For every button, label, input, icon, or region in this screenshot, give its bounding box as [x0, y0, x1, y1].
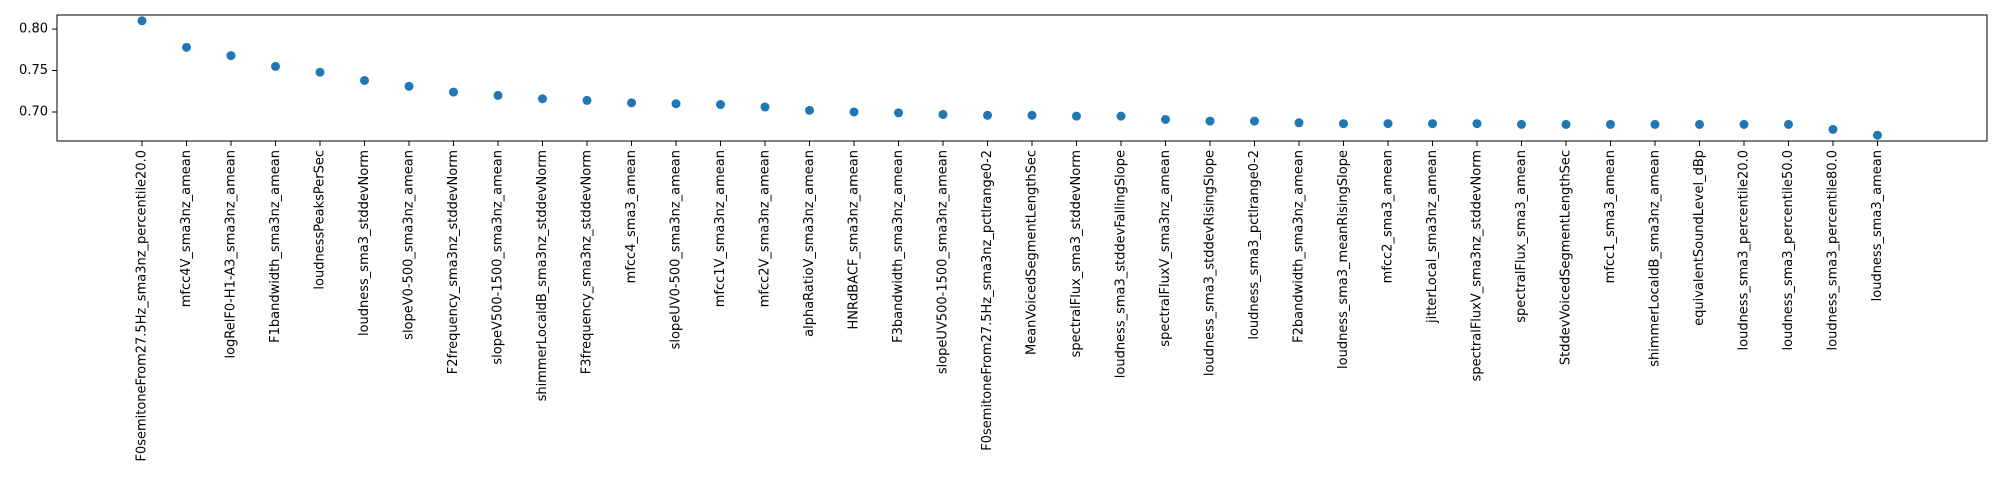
data-point [1294, 118, 1304, 128]
x-tick-label: F3bandwidth_sma3nz_amean [891, 150, 906, 343]
data-point [671, 99, 681, 109]
y-tick-label: 0.70 [19, 104, 48, 119]
x-tick-label: loudness_sma3_meanRisingSlope [1336, 150, 1351, 369]
x-tick-label: mfcc1_sma3_amean [1603, 150, 1618, 283]
data-point [1873, 130, 1882, 140]
data-point [1739, 119, 1749, 129]
data-point [538, 94, 547, 104]
data-point [449, 87, 458, 97]
data-point [1561, 119, 1571, 129]
x-axis: F0semitoneFrom27.5Hz_sma3nz_percentile20… [135, 141, 1885, 462]
x-tick-label: loudness_sma3_pctlrange0-2 [1247, 150, 1262, 340]
data-point [1606, 119, 1615, 129]
x-tick-label: loudness_sma3_percentile50.0 [1781, 150, 1796, 350]
x-tick-label: slopeV0-500_sma3nz_amean [402, 150, 417, 340]
data-point [404, 81, 414, 91]
x-tick-label: loudness_sma3_percentile80.0 [1826, 150, 1841, 350]
data-point [849, 107, 859, 117]
x-tick-label: loudness_sma3_stddevRisingSlope [1203, 150, 1218, 376]
data-point [271, 61, 280, 71]
data-point [1027, 110, 1037, 120]
plot-frame [56, 14, 1988, 142]
x-tick-label: loudness_sma3_percentile20.0 [1737, 150, 1752, 350]
x-tick-label: alphaRatioV_sma3nz_amean [802, 150, 817, 337]
x-tick-label: loudness_sma3_stddevNorm [357, 150, 372, 336]
x-tick-label: jitterLocal_sma3nz_amean [1425, 150, 1440, 324]
x-tick-label: mfcc2_sma3_amean [1381, 150, 1396, 283]
x-tick-label: mfcc2V_sma3nz_amean [758, 150, 773, 307]
x-tick-label: F3frequency_sma3nz_stddevNorm [580, 150, 595, 374]
x-tick-label: F2bandwidth_sma3nz_amean [1292, 150, 1307, 343]
data-point [582, 95, 592, 105]
data-point [983, 110, 992, 120]
x-tick-label: loudness_sma3_amean [1870, 150, 1885, 301]
x-tick-label: logRelF0-H1-A3_sma3nz_amean [224, 150, 239, 359]
data-point [1116, 111, 1126, 121]
x-tick-label: spectralFluxV_sma3nz_stddevNorm [1470, 150, 1485, 381]
x-tick-label: mfcc4_sma3_amean [624, 150, 639, 283]
data-point [1784, 119, 1793, 129]
x-tick-label: slopeV500-1500_sma3nz_amean [491, 150, 506, 365]
y-tick-label: 0.80 [19, 22, 48, 37]
data-point [805, 105, 814, 115]
x-tick-label: mfcc4V_sma3nz_amean [179, 150, 194, 307]
x-tick-label: spectralFluxV_sma3nz_amean [1158, 150, 1173, 347]
data-point [1650, 119, 1660, 129]
data-point [226, 51, 236, 61]
x-tick-label: F0semitoneFrom27.5Hz_sma3nz_pctlrange0-2 [980, 150, 995, 451]
x-tick-label: loudness_sma3_stddevFallingSlope [1114, 150, 1129, 378]
x-tick-label: spectralFlux_sma3_stddevNorm [1069, 150, 1084, 357]
x-tick-label: spectralFlux_sma3_amean [1514, 150, 1529, 323]
x-tick-label: F2frequency_sma3nz_stddevNorm [446, 150, 461, 374]
x-tick-label: slopeUV0-500_sma3nz_amean [669, 150, 684, 349]
x-tick-label: loudnessPeaksPerSec [313, 150, 328, 290]
data-point [1161, 114, 1170, 124]
data-point [1072, 111, 1081, 121]
x-tick-label: shimmerLocaldB_sma3nz_amean [1648, 150, 1663, 367]
data-point [1339, 119, 1348, 129]
data-point [1205, 116, 1215, 126]
x-tick-label: equivalentSoundLevel_dBp [1692, 150, 1707, 326]
data-point [182, 42, 191, 52]
data-point [894, 108, 903, 118]
data-point [1472, 119, 1482, 129]
data-point [1383, 119, 1393, 129]
data-point [1517, 119, 1526, 129]
x-tick-label: mfcc1V_sma3nz_amean [713, 150, 728, 307]
x-tick-label: slopeUV500-1500_sma3nz_amean [936, 150, 951, 374]
data-point [315, 67, 325, 77]
x-tick-label: MeanVoicedSegmentLengthSec [1025, 150, 1040, 355]
data-point [1828, 124, 1838, 134]
x-tick-label: StddevVoicedSegmentLengthSec [1559, 150, 1574, 365]
data-point [137, 16, 147, 26]
data-point [493, 90, 503, 100]
data-point [1250, 116, 1259, 126]
x-tick-label: F0semitoneFrom27.5Hz_sma3nz_percentile20… [135, 150, 150, 462]
data-point [1695, 119, 1704, 129]
x-tick-label: HNRdBACF_sma3nz_amean [847, 150, 862, 330]
y-tick-label: 0.75 [19, 63, 48, 78]
data-point [760, 102, 770, 112]
data-point [627, 98, 636, 108]
data-point [360, 75, 369, 85]
x-tick-label: shimmerLocaldB_sma3nz_stddevNorm [535, 150, 550, 401]
data-point [716, 100, 725, 110]
x-tick-label: F1bandwidth_sma3nz_amean [268, 150, 283, 343]
data-point [1428, 119, 1437, 129]
y-axis: 0.70 0.75 0.80 [19, 22, 57, 119]
data-point [938, 109, 948, 119]
data-points [137, 16, 1882, 140]
